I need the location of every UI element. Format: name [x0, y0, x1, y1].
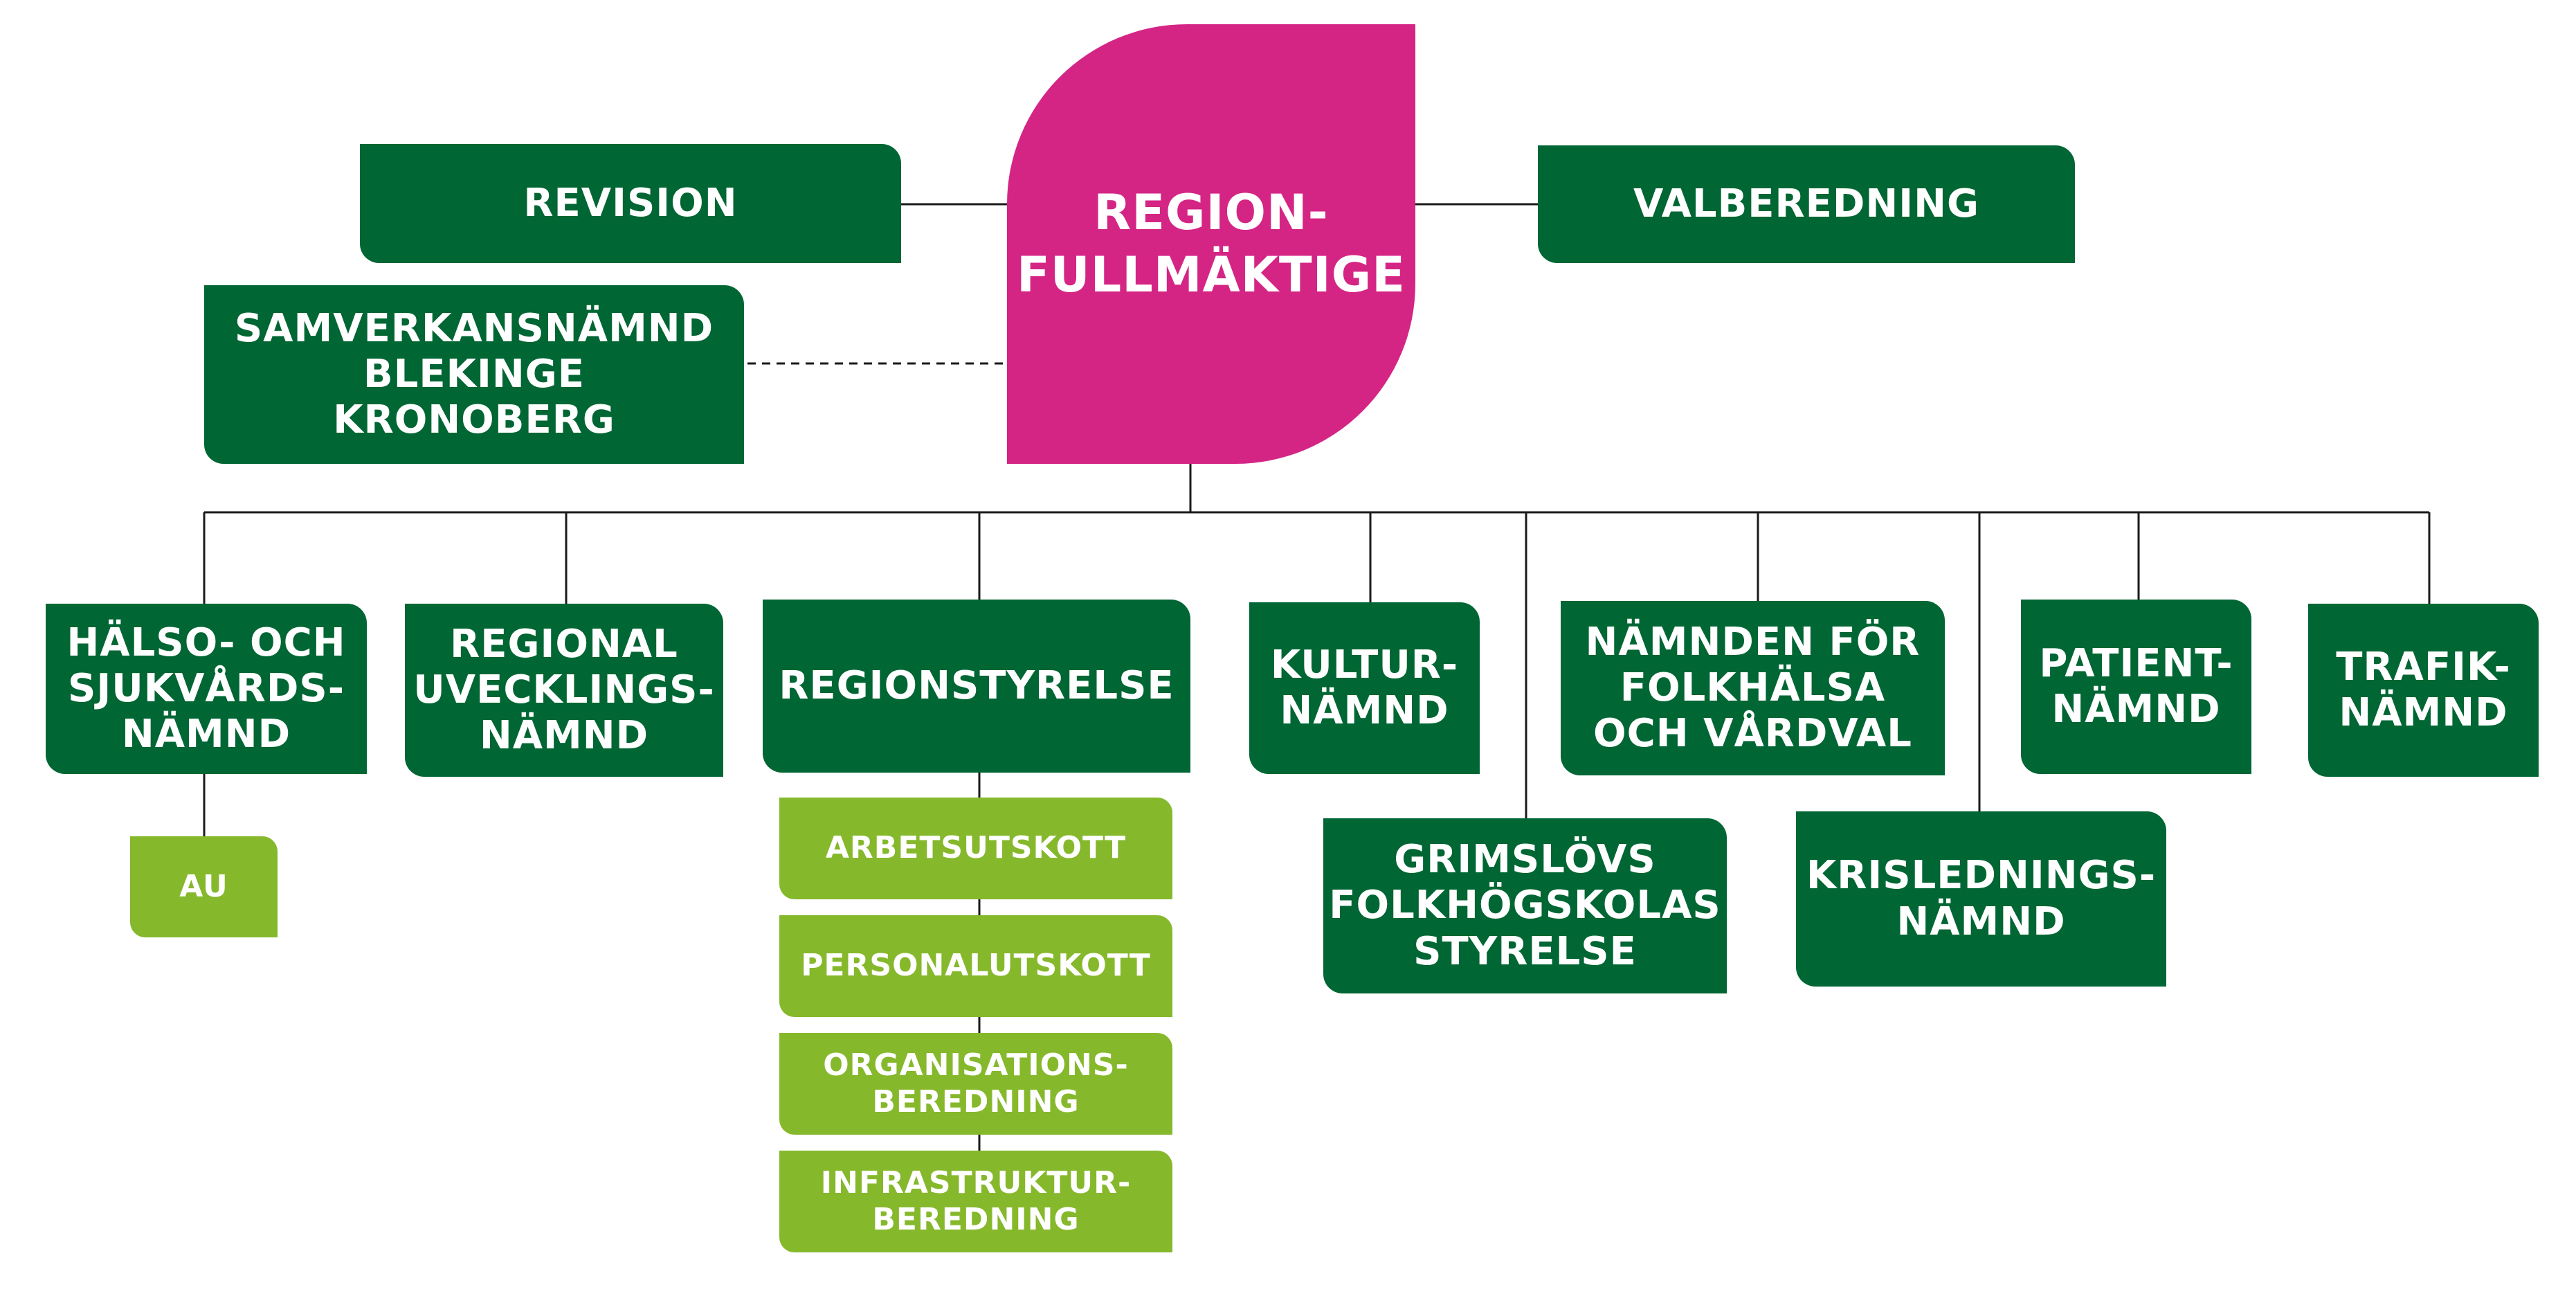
regional-utvecklingsnamnd-node: REGIONAL UVECKLINGS- NÄMND	[405, 604, 723, 777]
trafiknamnd-node: TRAFIK- NÄMND	[2308, 604, 2539, 777]
revision-node: REVISION	[360, 144, 901, 263]
regionfullmaktige-node: REGION- FULLMÄKTIGE	[1007, 24, 1415, 464]
patientnamnd-node: PATIENT- NÄMND	[2021, 600, 2251, 774]
kulturnamnd-node: KULTUR- NÄMND	[1249, 602, 1480, 774]
au-node: AU	[130, 836, 278, 937]
infrastrukturberedning-node: INFRASTRUKTUR- BEREDNING	[779, 1151, 1172, 1252]
halso-sjukvardsnamnd-node: HÄLSO- OCH SJUKVÅRDS- NÄMND	[46, 604, 367, 774]
regionstyrelse-node: REGIONSTYRELSE	[763, 600, 1190, 773]
valberedning-node: VALBEREDNING	[1538, 145, 2075, 263]
organisationsberedning-node: ORGANISATIONS- BEREDNING	[779, 1033, 1172, 1135]
samverkansnamnd-node: SAMVERKANSNÄMND BLEKINGE KRONOBERG	[204, 285, 744, 464]
personalutskott-node: PERSONALUTSKOTT	[779, 915, 1172, 1017]
krisledningsnamnd-node: KRISLEDNINGS- NÄMND	[1796, 811, 2166, 987]
namnden-folkhalsa-vardval-node: NÄMNDEN FÖR FOLKHÄLSA OCH VÅRDVAL	[1561, 601, 1945, 775]
grimslovs-folkhogskola-node: GRIMSLÖVS FOLKHÖGSKOLAS STYRELSE	[1323, 818, 1727, 993]
arbetsutskott-node: ARBETSUTSKOTT	[779, 798, 1172, 899]
